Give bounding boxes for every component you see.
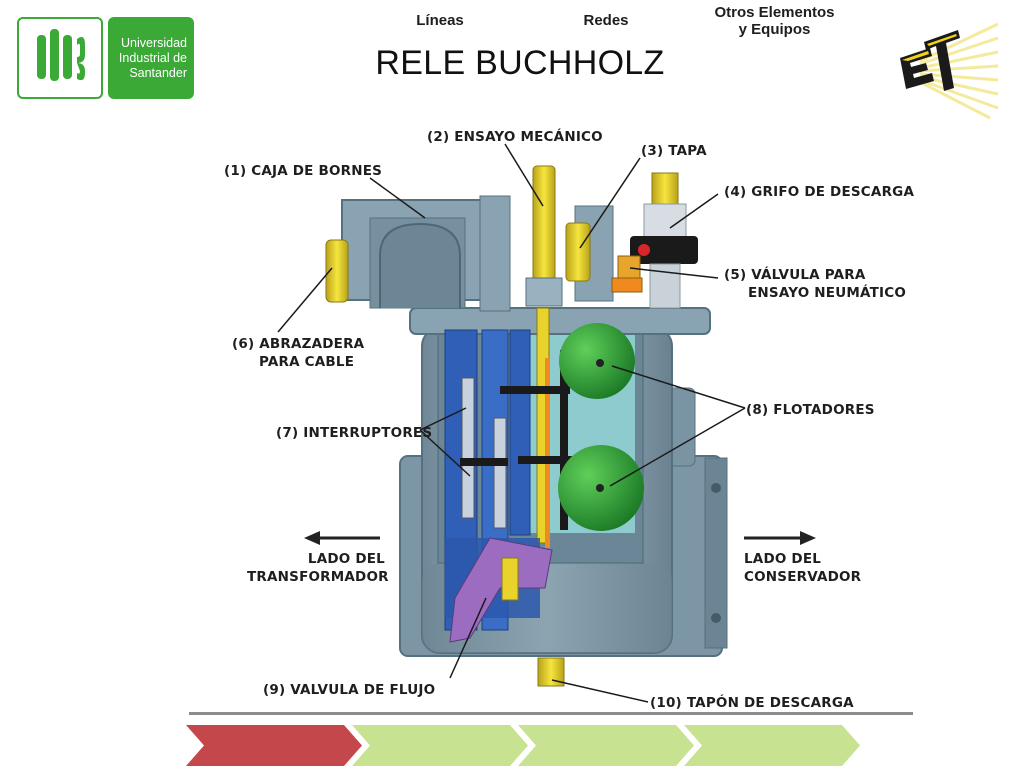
mechanical-test-rod [525,165,563,548]
label-line: LADO DEL [744,551,822,567]
leader-lines [277,143,746,703]
label-tapon-de-descarga: (10) TAPÓN DE DESCARGA [650,695,854,711]
label-line: ENSAYO NEUMÁTICO [748,285,907,301]
pneumatic-test-valve [611,255,643,293]
label-line: (6) ABRAZADERA [232,336,365,352]
label-abrazadera-para-cable: (6) ABRAZADERA PARA CABLE [232,335,364,371]
label-grifo-de-descarga: (4) GRIFO DE DESCARGA [724,184,915,200]
university-name: Universidad Industrial de Santander [108,17,194,99]
nav-item-lineas-shape[interactable] [352,725,528,766]
university-name-line: Universidad [120,36,187,50]
drain-valve [630,172,698,309]
label-valvula-de-flujo: (9) VALVULA DE FLUJO [263,682,436,698]
label-line: LADO DEL [307,551,385,567]
university-name-line: Industrial de [118,51,187,65]
label-tapa: (3) TAPA [641,143,707,159]
label-flotadores: (8) FLOTADORES [746,402,875,418]
nav-item-line: Otros Elementos [714,3,835,21]
label-line: PARA CABLE [259,354,355,370]
nav-item-subestaciones[interactable]: Subestaciones [221,12,327,29]
nav-item-redes[interactable]: Redes [583,12,629,29]
nav-item-lineas[interactable]: Líneas [416,12,464,29]
nav-item-redes-shape[interactable] [518,725,694,766]
uis-logo [17,17,103,99]
uis-logo-icon [37,29,85,81]
label-line: CONSERVADOR [744,569,862,585]
flow-valve [449,537,553,643]
nav-item-line: y Equipos [738,20,811,38]
label-caja-de-bornes: (1) CAJA DE BORNES [224,163,383,179]
arrow-left-icon [304,531,380,545]
cable-clamp [325,239,349,303]
nav-chevrons [186,725,860,766]
et-logo [900,22,999,120]
label-lado-del-conservador: LADO DEL CONSERVADOR [744,550,861,586]
label-line: TRANSFORMADOR [247,569,389,585]
university-name-line: Santander [129,66,187,80]
page-title: RELE BUCHHOLZ [375,44,665,82]
arrow-right-icon [744,531,816,545]
nav-item-otros-shape[interactable] [684,725,860,766]
cover-cap [565,222,591,282]
nav-item-subestaciones-shape[interactable] [186,725,362,766]
label-line: (5) VÁLVULA PARA [724,267,866,283]
nav-item-otros-elementos[interactable]: Otros Elementos y Equipos [702,0,847,41]
label-lado-del-transformador: LADO DEL TRANSFORMADOR [247,550,389,586]
buchholz-relay-diagram [277,143,816,703]
label-interruptores: (7) INTERRUPTORES [276,425,433,441]
label-ensayo-mecanico: (2) ENSAYO MECÁNICO [427,129,603,145]
separator-line [189,712,913,715]
floats [558,323,644,531]
label-valvula-ensayo-neumatico: (5) VÁLVULA PARA ENSAYO NEUMÁTICO [724,266,906,302]
